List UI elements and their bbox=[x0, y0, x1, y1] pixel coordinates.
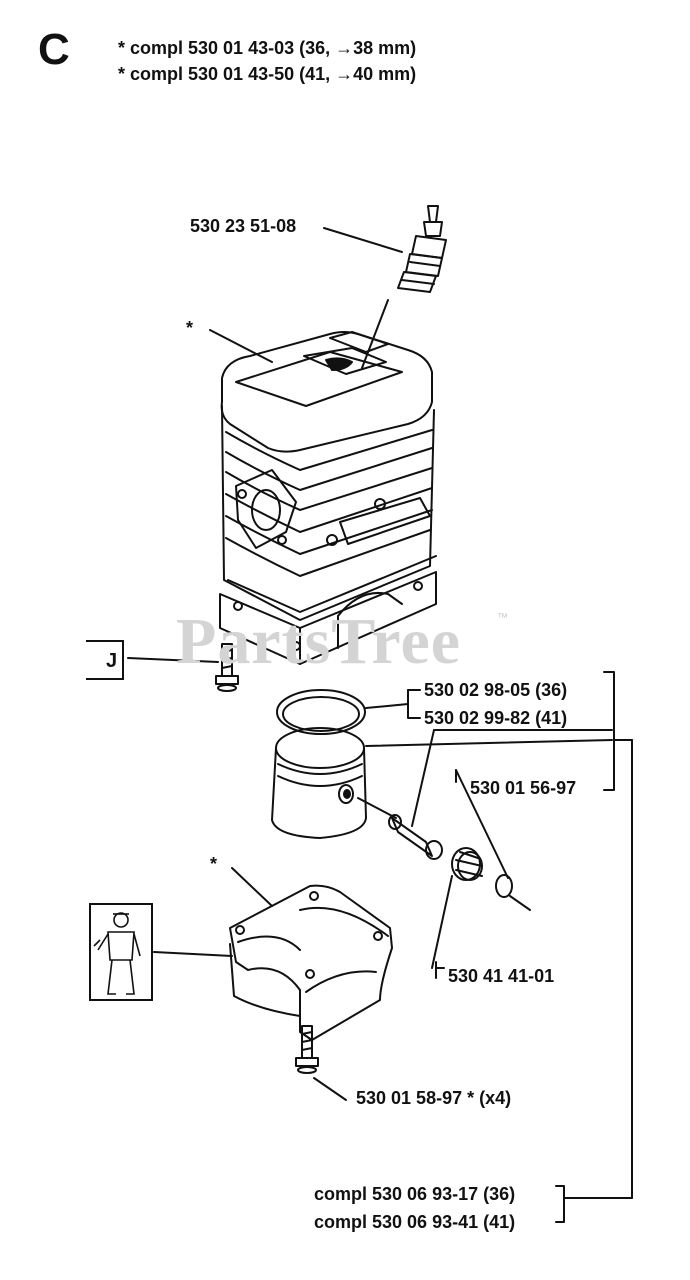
label-spark-plug: 530 23 51-08 bbox=[190, 216, 297, 236]
mechanic-figure bbox=[89, 903, 153, 1001]
label-bearing: 530 41 41-01 bbox=[448, 966, 555, 986]
crankcase-screw-drawing bbox=[295, 1025, 319, 1074]
cylinder-drawing bbox=[219, 331, 437, 665]
label-circlip: 530 01 56-97 bbox=[470, 778, 577, 798]
header-line-1: * compl 530 01 43-03 (36, →38 mm) bbox=[118, 38, 417, 58]
piston-pin-drawing bbox=[388, 814, 443, 860]
section-letter: C bbox=[38, 25, 70, 74]
piston-drawing bbox=[271, 727, 367, 839]
circlip-drawing bbox=[495, 874, 513, 898]
needle-bearing-drawing bbox=[451, 847, 483, 881]
label-cylinder-star: * bbox=[186, 318, 194, 338]
label-ring-41: 530 02 99-82 (41) bbox=[424, 708, 568, 728]
crankcase-drawing bbox=[229, 884, 393, 1041]
label-piston-kit-36: compl 530 06 93-17 (36) bbox=[314, 1184, 516, 1204]
label-piston-kit-41: compl 530 06 93-41 (41) bbox=[314, 1212, 516, 1232]
screw-j-drawing bbox=[215, 643, 239, 692]
piston-ring-drawing bbox=[276, 689, 366, 735]
spark-plug-drawing bbox=[397, 205, 447, 293]
ref-label-j: J bbox=[106, 650, 118, 672]
ref-box-j bbox=[86, 640, 124, 680]
label-ring-36: 530 02 98-05 (36) bbox=[424, 680, 568, 700]
label-crankcase-star: * bbox=[210, 854, 218, 874]
label-screw: 530 01 58-97 * (x4) bbox=[356, 1088, 512, 1108]
header-line-2: * compl 530 01 43-50 (41, →40 mm) bbox=[118, 64, 417, 84]
watermark-trademark: ™ bbox=[497, 612, 508, 624]
